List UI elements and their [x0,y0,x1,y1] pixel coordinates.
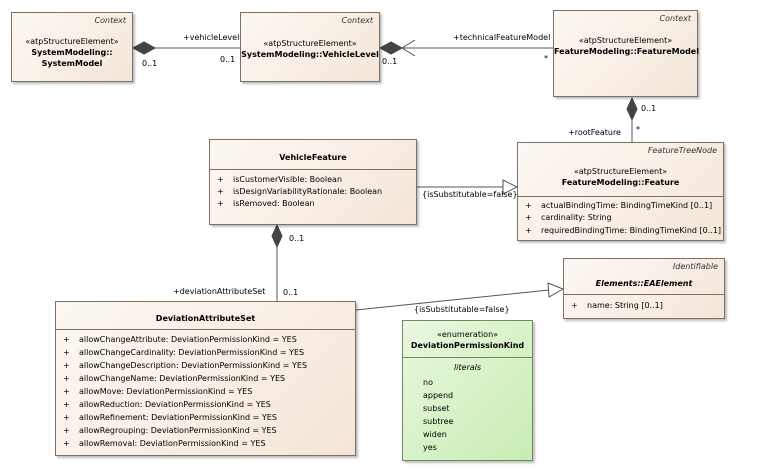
attribute-row: +allowMove: DeviationPermissionKind = YE… [63,387,253,396]
enum-literal: subtree [423,417,454,426]
role-label-rootfeature: +rootFeature [568,128,621,137]
enum-literal: no [423,378,433,387]
constraint-label: {isSubstitutable=false} [422,190,518,199]
class-eaelement[interactable]: Identifiable Elements::EAElement +name: … [563,258,725,319]
multiplicity-label: 0..1 [641,104,657,113]
attribute-row: +allowRemoval: DeviationPermissionKind =… [63,439,266,448]
multiplicity-label: * [636,125,640,134]
generalization-deviationset-line[interactable] [355,289,550,311]
composition-diamond-featuremodel [626,96,638,122]
composition-diamond-vehiclelevel [378,41,404,55]
attribute-row: +actualBindingTime: BindingTimeKind [0..… [525,201,713,210]
class-context-tag: Context [341,16,373,25]
attribute-row: +cardinality: String [525,213,612,222]
attribute-row: +allowRefinement: DeviationPermissionKin… [63,413,277,422]
class-stereotype: «atpStructureElement» [578,36,673,45]
class-feature[interactable]: FeatureTreeNode «atpStructureElement» Fe… [517,142,724,241]
attribute-row: +requiredBindingTime: BindingTimeKind [0… [525,226,722,235]
class-stereotype: «atpStructureElement» [25,37,119,46]
enum-stereotype: «enumeration» [436,330,499,339]
attribute-row: +allowChangeDescription: DeviationPermis… [63,361,308,370]
multiplicity-label: * [544,54,548,63]
class-separator [564,294,724,295]
multiplicity-label: 0..1 [289,234,305,243]
class-deviationattributeset[interactable]: DeviationAttributeSet +allowChangeAttrib… [55,301,356,456]
multiplicity-label: 0..1 [142,59,158,68]
class-identifiable-tag: Identifiable [672,262,718,271]
enum-literals-heading: literals [453,363,482,372]
class-name-line2: SystemModel [41,59,103,68]
class-name-line1: SystemModeling:: [31,48,113,57]
class-stereotype: «atpStructureElement» [263,39,357,48]
attribute-row: +allowChangeName: DeviationPermissionKin… [63,374,286,383]
multiplicity-label: 0..1 [382,57,398,66]
class-separator [210,169,416,170]
class-systemmodel[interactable]: Context «atpStructureElement» SystemMode… [11,12,133,82]
role-label-deviationattributeset: +deviationAttributeSet [173,287,266,296]
role-label-technicalfeaturemodel: +technicalFeatureModel [453,33,551,42]
enum-deviationpermissionkind[interactable]: «enumeration» DeviationPermissionKind li… [402,320,533,461]
attribute-row: +isCustomerVisible: Boolean [217,175,343,184]
multiplicity-label: 0..1 [283,288,299,297]
composition-diamond-vehiclefeature [271,223,283,249]
attribute-row: +allowChangeAttribute: DeviationPermissi… [63,335,297,344]
constraint-label: {isSubstitutable=false} [414,305,510,314]
enum-literal: widen [423,430,447,439]
enum-separator [403,357,532,358]
class-name: FeatureModeling::FeatureModel [554,47,699,56]
attribute-row: +allowReduction: DeviationPermissionKind… [63,400,271,409]
enum-name: DeviationPermissionKind [410,341,525,350]
attribute-row: +allowRegrouping: DeviationPermissionKin… [63,426,277,435]
class-name: DeviationAttributeSet [155,314,256,323]
class-separator [518,196,723,197]
enum-literal: yes [423,443,437,452]
attribute-row: +allowChangeCardinality: DeviationPermis… [63,348,305,357]
enum-literal: append [423,391,454,400]
enum-literal: subset [423,404,450,413]
generalization-arrowhead-feature [502,179,519,195]
class-vehiclefeature[interactable]: VehicleFeature +isCustomerVisible: Boole… [209,139,417,225]
class-stereotype: «atpStructureElement» [573,167,668,176]
role-label-vehiclelevel: +vehicleLevel [183,33,240,42]
navigability-arrow-featuremodel [401,39,416,57]
class-featuretreenode-tag: FeatureTreeNode [647,146,717,155]
multiplicity-label: 0..1 [220,55,236,64]
class-context-tag: Context [659,14,691,23]
composition-diamond-systemmodel [131,41,157,55]
class-name: SystemModeling::VehicleLevel [241,50,379,59]
class-context-tag: Context [94,16,126,25]
class-name: Elements::EAElement [595,279,693,288]
class-vehiclelevel[interactable]: Context «atpStructureElement» SystemMode… [240,12,380,82]
class-featuremodel[interactable]: Context «atpStructureElement» FeatureMod… [553,10,699,97]
class-name: FeatureModeling::Feature [561,178,680,187]
class-separator [56,329,355,330]
generalization-arrowhead-eaelement [547,282,565,298]
attribute-row: +isRemoved: Boolean [217,199,315,208]
attribute-row: +isDesignVariabilityRationale: Boolean [217,187,383,196]
class-name: VehicleFeature [279,153,347,162]
attribute-row: +name: String [0..1] [571,301,663,310]
